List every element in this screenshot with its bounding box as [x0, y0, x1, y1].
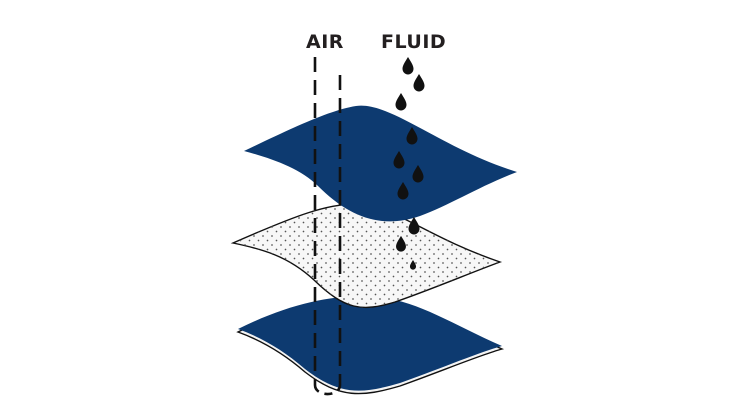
- top-layer: [244, 105, 517, 222]
- water-droplet-icon: [408, 217, 420, 235]
- air-label: AIR: [306, 31, 344, 53]
- fluid-label: FLUID: [381, 31, 446, 53]
- water-droplet-icon: [395, 93, 407, 111]
- water-droplet-icon: [402, 57, 414, 75]
- water-droplet-icon: [413, 74, 425, 92]
- air-flow-lines: [313, 57, 342, 396]
- air-loop: [313, 384, 342, 396]
- middle-layer: [230, 203, 503, 309]
- bottom-layer: [236, 296, 505, 395]
